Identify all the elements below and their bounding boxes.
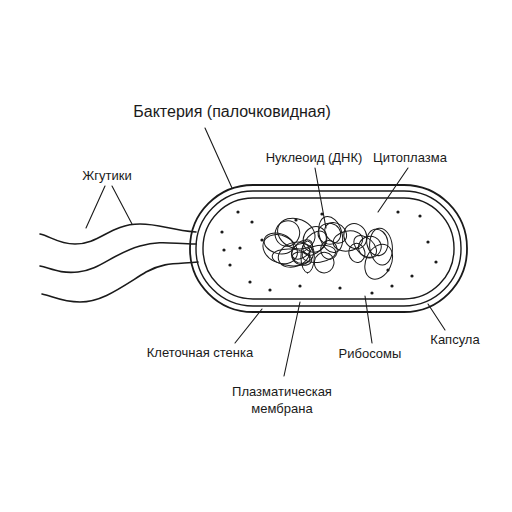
part-label: Клеточная стенка xyxy=(147,345,253,362)
part-label: Жгутики xyxy=(82,168,131,185)
capsule xyxy=(190,185,467,312)
plasma-membrane xyxy=(203,198,454,299)
title-label: Бактерия (палочковидная) xyxy=(133,102,330,123)
part-label: Капсула xyxy=(430,332,479,349)
ribosomes xyxy=(220,210,437,294)
part-label: Плазматическая мембрана xyxy=(223,384,341,418)
part-label: Цитоплазма xyxy=(373,150,447,167)
flagellum xyxy=(42,262,198,302)
leader-lines xyxy=(86,128,445,376)
flagellum xyxy=(40,243,196,273)
part-label: Рибосомы xyxy=(339,346,402,363)
flagellum xyxy=(40,224,196,244)
part-label: Нуклеоид (ДНК) xyxy=(266,150,363,167)
cell-wall xyxy=(196,191,461,306)
nucleoid xyxy=(258,213,398,284)
